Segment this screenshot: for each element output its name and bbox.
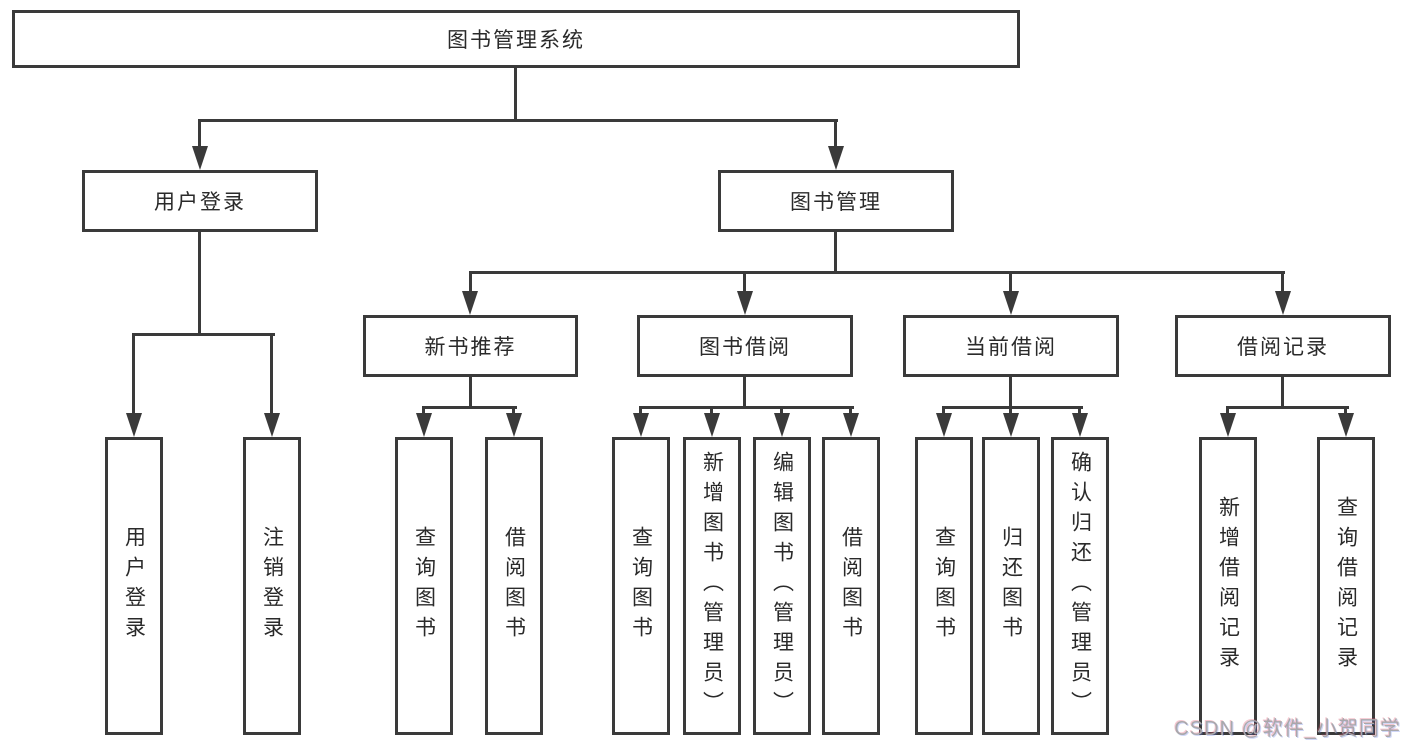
- leaf-borrowing-borrow-books-label: 借阅图书: [839, 526, 863, 646]
- arrow-down-icon: [1072, 413, 1088, 437]
- node-book-management-label: 图书管理: [790, 191, 882, 214]
- connector-line: [132, 333, 275, 336]
- arrow-down-icon: [192, 146, 208, 170]
- arrow-down-icon: [1003, 413, 1019, 437]
- connector-line: [743, 271, 746, 293]
- leaf-logout-label: 注销登录: [260, 526, 284, 646]
- connector-line: [834, 232, 837, 274]
- node-borrowing-records: 借阅记录: [1175, 315, 1391, 377]
- connector-line: [1078, 406, 1081, 415]
- leaf-records-add-record: 新增借阅记录: [1199, 437, 1257, 735]
- leaf-current-confirm-return-admin: 确认归还（管理员）: [1051, 437, 1109, 735]
- node-new-book-recommendation-label: 新书推荐: [424, 336, 517, 359]
- connector-line: [514, 68, 517, 121]
- leaf-records-query-record-label: 查询借阅记录: [1334, 496, 1358, 676]
- arrow-down-icon: [506, 413, 522, 437]
- connector-line: [512, 406, 515, 415]
- leaf-records-add-record-label: 新增借阅记录: [1216, 496, 1240, 676]
- node-book-borrowing-label: 图书借阅: [699, 336, 791, 359]
- arrow-down-icon: [462, 291, 478, 315]
- node-user-login-label: 用户登录: [154, 191, 246, 214]
- arrow-down-icon: [774, 413, 790, 437]
- connector-line: [1344, 406, 1347, 415]
- connector-line: [270, 333, 273, 415]
- leaf-recommend-query-books-label: 查询图书: [412, 526, 436, 646]
- connector-line: [198, 119, 838, 122]
- leaf-borrowing-add-books-admin: 新增图书（管理员）: [683, 437, 741, 735]
- leaf-user-login-label: 用户登录: [122, 526, 146, 646]
- arrow-down-icon: [416, 413, 432, 437]
- arrow-down-icon: [633, 413, 649, 437]
- node-new-book-recommendation: 新书推荐: [363, 315, 578, 377]
- leaf-current-query-books: 查询图书: [915, 437, 973, 735]
- node-current-borrowing: 当前借阅: [903, 315, 1119, 377]
- leaf-current-confirm-return-admin-label: 确认归还（管理员）: [1068, 451, 1092, 721]
- connector-line: [469, 271, 1285, 274]
- leaf-recommend-borrow-books: 借阅图书: [485, 437, 543, 735]
- node-current-borrowing-label: 当前借阅: [965, 336, 1057, 359]
- connector-line: [639, 406, 854, 409]
- arrow-down-icon: [1275, 291, 1291, 315]
- leaf-logout: 注销登录: [243, 437, 301, 735]
- leaf-recommend-query-books: 查询图书: [395, 437, 453, 735]
- leaf-records-query-record: 查询借阅记录: [1317, 437, 1375, 735]
- arrow-down-icon: [936, 413, 952, 437]
- node-user-login: 用户登录: [82, 170, 318, 232]
- node-book-management: 图书管理: [718, 170, 954, 232]
- connector-line: [1009, 271, 1012, 293]
- connector-line: [422, 406, 425, 415]
- connector-line: [710, 406, 713, 415]
- arrow-down-icon: [737, 291, 753, 315]
- connector-line: [1226, 406, 1349, 409]
- connector-line: [780, 406, 783, 415]
- leaf-user-login: 用户登录: [105, 437, 163, 735]
- connector-line: [1281, 377, 1284, 409]
- node-library-system: 图书管理系统: [12, 10, 1020, 68]
- arrow-down-icon: [1003, 291, 1019, 315]
- connector-line: [198, 119, 201, 147]
- arrow-down-icon: [843, 413, 859, 437]
- connector-line: [422, 406, 517, 409]
- arrow-down-icon: [704, 413, 720, 437]
- leaf-borrowing-query-books: 查询图书: [612, 437, 670, 735]
- arrow-down-icon: [264, 413, 280, 437]
- connector-line: [743, 377, 746, 409]
- connector-line: [834, 119, 837, 147]
- leaf-current-query-books-label: 查询图书: [932, 526, 956, 646]
- connector-line: [942, 406, 945, 415]
- connector-line: [849, 406, 852, 415]
- connector-line: [1009, 406, 1012, 415]
- connector-line: [639, 406, 642, 415]
- leaf-current-return-books-label: 归还图书: [999, 526, 1023, 646]
- arrow-down-icon: [1220, 413, 1236, 437]
- leaf-recommend-borrow-books-label: 借阅图书: [502, 526, 526, 646]
- connector-line: [132, 333, 135, 415]
- connector-line: [1226, 406, 1229, 415]
- leaf-borrowing-add-books-admin-label: 新增图书（管理员）: [700, 451, 724, 721]
- node-book-borrowing: 图书借阅: [637, 315, 853, 377]
- leaf-borrowing-query-books-label: 查询图书: [629, 526, 653, 646]
- arrow-down-icon: [828, 146, 844, 170]
- node-borrowing-records-label: 借阅记录: [1237, 336, 1329, 359]
- connector-line: [942, 406, 1083, 409]
- leaf-current-return-books: 归还图书: [982, 437, 1040, 735]
- leaf-borrowing-borrow-books: 借阅图书: [822, 437, 880, 735]
- connector-line: [469, 271, 472, 293]
- leaf-borrowing-edit-books-admin-label: 编辑图书（管理员）: [770, 451, 794, 721]
- connector-line: [1009, 377, 1012, 409]
- arrow-down-icon: [126, 413, 142, 437]
- node-library-system-label: 图书管理系统: [447, 29, 585, 52]
- leaf-borrowing-edit-books-admin: 编辑图书（管理员）: [753, 437, 811, 735]
- arrow-down-icon: [1338, 413, 1354, 437]
- connector-line: [1281, 271, 1284, 293]
- connector-line: [469, 377, 472, 409]
- connector-line: [198, 232, 201, 336]
